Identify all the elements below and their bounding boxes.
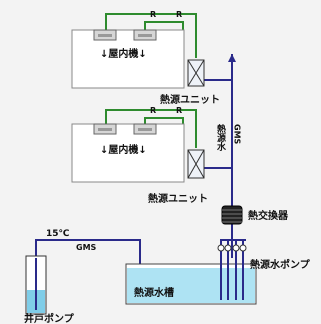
heat-source-pump-label: 熱源水ポンプ bbox=[250, 258, 311, 271]
indoor-unit-label-bottom: ↓屋内機↓ bbox=[100, 143, 147, 156]
r-label-mid-1: R bbox=[150, 106, 156, 115]
heat-source-unit-top bbox=[187, 59, 205, 87]
heat-exchanger-icon bbox=[221, 205, 243, 225]
heat-source-unit-label-top: 熱源ユニット bbox=[160, 93, 220, 106]
r-label-top-2: R bbox=[176, 10, 182, 19]
heat-source-tank-label: 熱源水槽 bbox=[134, 286, 174, 299]
well bbox=[25, 255, 47, 315]
heat-source-unit-bottom bbox=[187, 149, 205, 179]
indoor-room-bottom: ↓屋内機↓ bbox=[71, 123, 185, 183]
heat-exchanger-label: 熱交換器 bbox=[248, 209, 289, 222]
gms-vertical-label: GMS bbox=[233, 124, 242, 145]
gms-horizontal-label: GMS bbox=[76, 243, 97, 252]
ac-unit-icon bbox=[93, 29, 117, 41]
flow-arrow-icon bbox=[228, 54, 236, 62]
indoor-room-top: ↓屋内機↓ bbox=[71, 29, 185, 89]
heat-source-unit-label-bottom: 熱源ユニット bbox=[148, 192, 208, 205]
indoor-unit-label-top: ↓屋内機↓ bbox=[100, 47, 147, 60]
ac-unit-icon bbox=[93, 123, 117, 135]
temperature-label: 15℃ bbox=[46, 229, 70, 239]
pump-heads bbox=[217, 244, 247, 252]
well-pump-label: 井戸ポンプ bbox=[24, 312, 75, 324]
heat-source-water-label: 熱源水 bbox=[215, 123, 226, 152]
ac-unit-icon bbox=[133, 123, 157, 135]
heat-source-water-tank bbox=[125, 263, 257, 305]
r-label-top-1: R bbox=[150, 10, 156, 19]
r-label-mid-2: R bbox=[176, 106, 182, 115]
ac-unit-icon bbox=[133, 29, 157, 41]
